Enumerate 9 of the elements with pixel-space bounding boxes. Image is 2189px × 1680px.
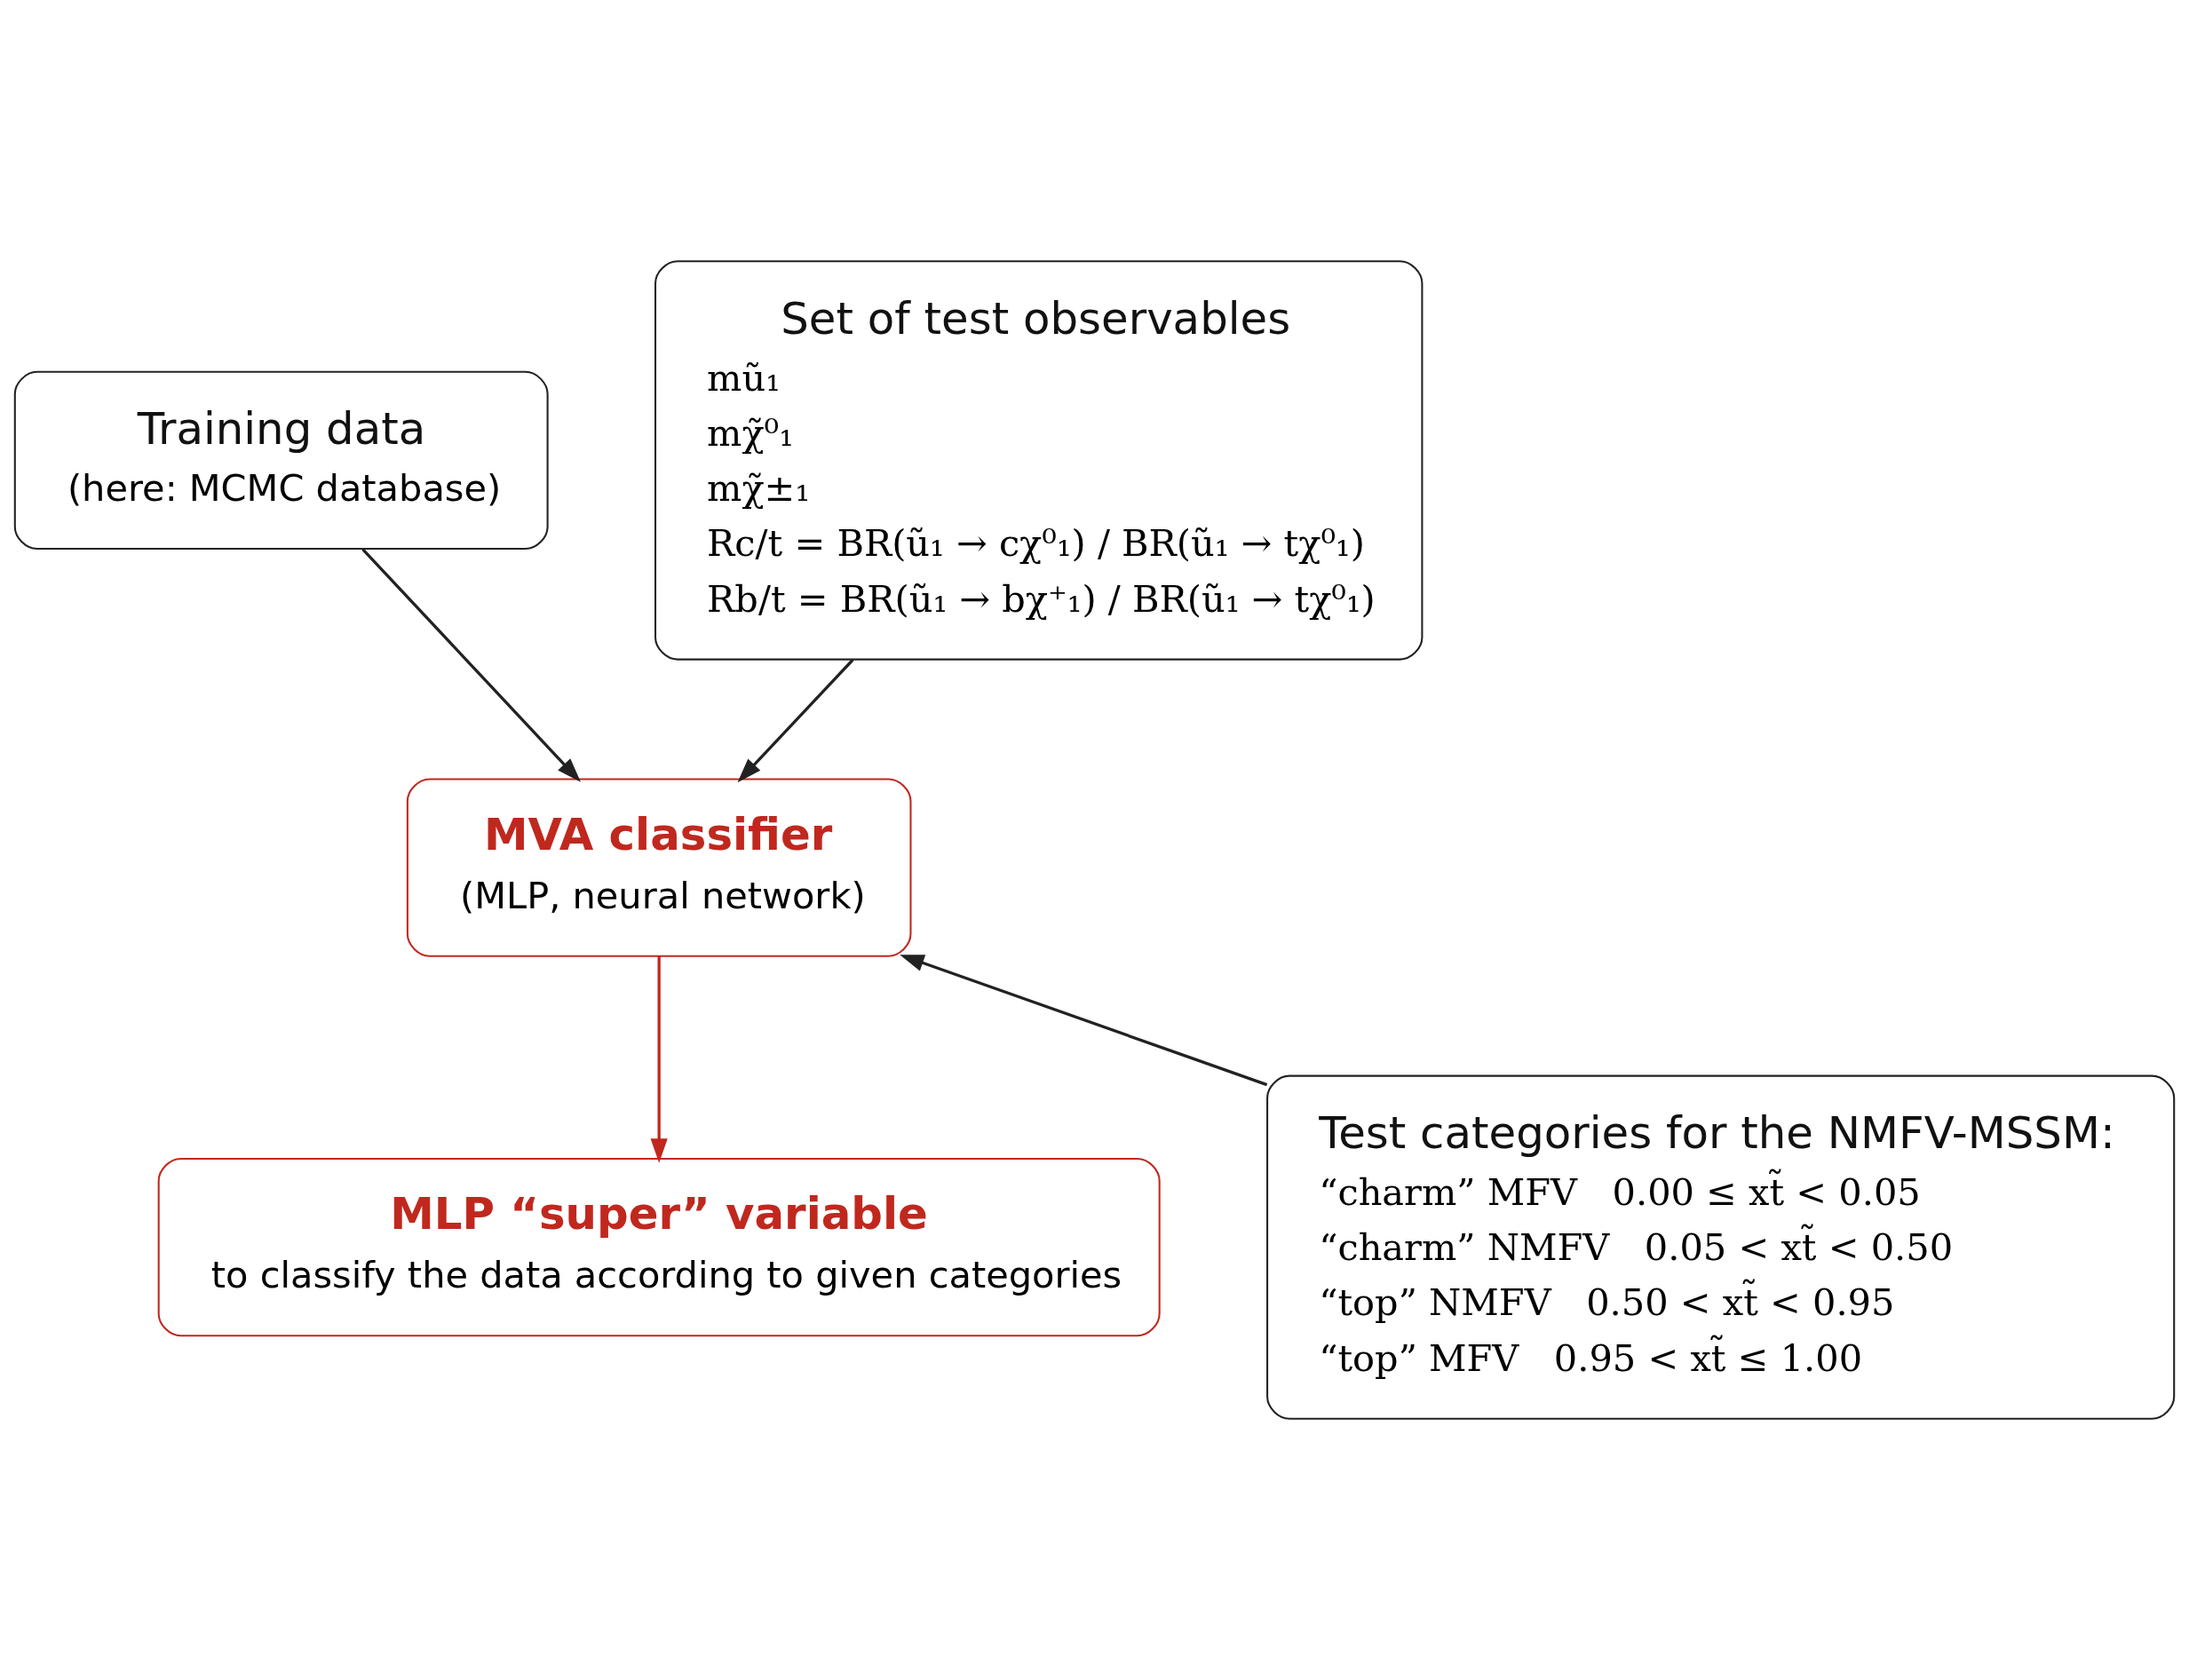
arrow <box>737 659 854 783</box>
arrow <box>900 955 1268 1087</box>
node-box: Training data (here: MCMC database) <box>13 370 549 551</box>
node-box: Test categories for the NMFV-MSSM: “charm” MFV 0.00 ≤ xt̃ < 0.05 “charm” NMFV 0.05 < xt̃ < 0.50 “top” NMFV 0.50 < xt̃ < 0.95 “top” MFV 0.95 < xt̃ ≤ 1.00 <box>1266 1074 2176 1420</box>
arrow <box>361 548 581 782</box>
node-box: MLP “super” variable to classify the data according to given categories <box>157 1158 1161 1337</box>
arrow <box>650 955 668 1163</box>
node-box: MVA classifier (MLP, neural network) <box>406 778 912 957</box>
node-box: Set of test observables mũ₁ mχ̃⁰₁ mχ̃±₁ Rc/t = BR(ũ₁ → cχ⁰₁) / BR(ũ₁ → tχ⁰₁) Rb/t = BR(ũ₁ → bχ⁺₁) / BR(ũ₁ → tχ⁰₁) <box>654 260 1424 661</box>
